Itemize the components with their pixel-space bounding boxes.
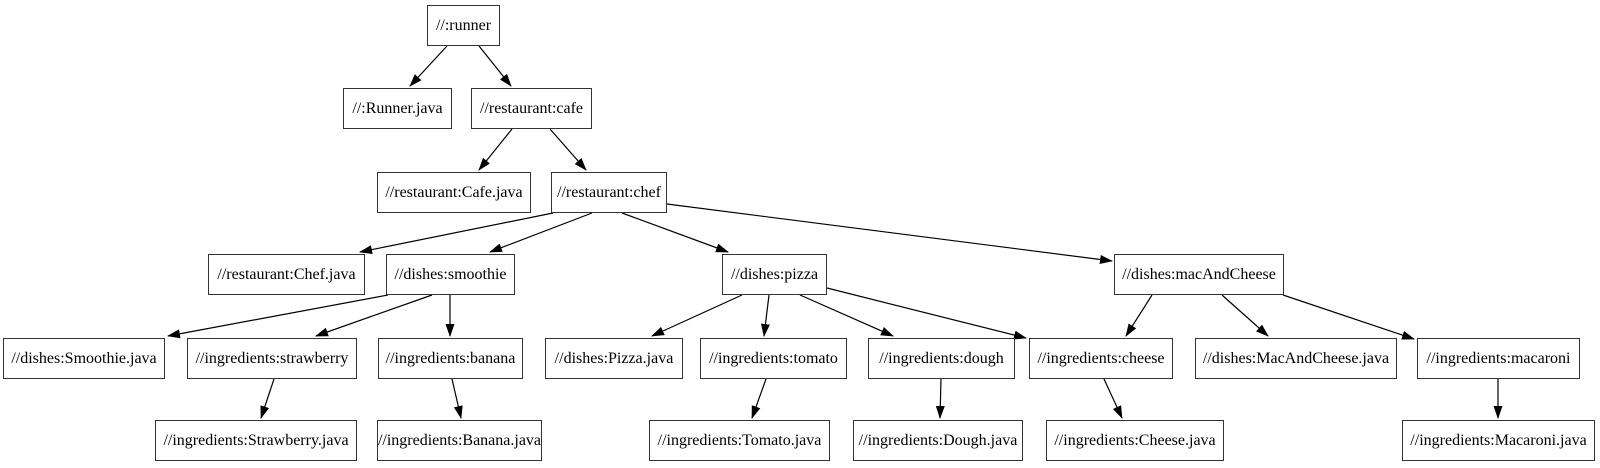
edge-pizza-to-pizza-java: [651, 294, 743, 337]
edge-cheese-to-cheese-java: [1103, 378, 1123, 419]
edge-chef-to-chef-java: [359, 212, 554, 255]
edge-macandcheese-to-cheese: [1125, 294, 1153, 337]
node-tomato: //ingredients:tomato: [700, 338, 847, 379]
node-smoothie-java: //dishes:Smoothie.java: [3, 338, 165, 379]
node-cheese: //ingredients:cheese: [1029, 338, 1173, 379]
node-cheese-java: //ingredients:Cheese.java: [1046, 420, 1224, 461]
edge-pizza-to-tomato: [760, 294, 770, 337]
edge-tomato-to-tomato-java: [751, 378, 767, 419]
edge-dough-to-dough-java: [935, 378, 945, 419]
edge-banana-to-banana-java: [451, 378, 463, 419]
node-smoothie: //dishes:smoothie: [386, 254, 515, 295]
edge-macandcheese-to-macaroni: [1282, 294, 1415, 340]
node-banana: //ingredients:banana: [378, 338, 523, 379]
edge-chef-to-smoothie: [489, 212, 593, 253]
node-macaroni: //ingredients:macaroni: [1417, 338, 1580, 379]
node-strawberry: //ingredients:strawberry: [187, 338, 357, 379]
node-strawberry-java: //ingredients:Strawberry.java: [155, 420, 357, 461]
edge-cafe-to-chef: [549, 128, 587, 171]
node-dough: //ingredients:dough: [868, 338, 1015, 379]
edge-runner-to-runner-java: [409, 45, 448, 87]
edge-pizza-to-cheese: [826, 287, 1027, 340]
node-cafe-java: //restaurant:Cafe.java: [377, 172, 531, 213]
node-runner-java: //:Runner.java: [343, 88, 452, 129]
node-cafe: //restaurant:cafe: [471, 88, 592, 129]
node-macaroni-java: //ingredients:Macaroni.java: [1402, 420, 1595, 461]
node-macandcheese: //dishes:macAndCheese: [1114, 254, 1284, 295]
edge-chef-to-macandcheese: [666, 203, 1113, 264]
node-macandcheese-java: //dishes:MacAndCheese.java: [1195, 338, 1397, 379]
edge-cafe-to-cafe-java: [478, 128, 513, 171]
edge-strawberry-to-strawberry-java: [260, 378, 275, 419]
node-pizza: //dishes:pizza: [722, 254, 827, 295]
edge-runner-to-cafe: [478, 45, 512, 87]
node-runner: //:runner: [427, 5, 500, 46]
edge-smoothie-to-strawberry: [315, 294, 433, 337]
node-pizza-java: //dishes:Pizza.java: [545, 338, 683, 379]
node-tomato-java: //ingredients:Tomato.java: [649, 420, 830, 461]
node-chef: //restaurant:chef: [551, 172, 667, 213]
edge-macandcheese-to-macandcheese-java: [1221, 294, 1269, 337]
edge-pizza-to-dough: [799, 294, 894, 337]
node-banana-java: //ingredients:Banana.java: [377, 420, 542, 461]
node-dough-java: //ingredients:Dough.java: [853, 420, 1023, 461]
node-chef-java: //restaurant:Chef.java: [208, 254, 365, 295]
edge-smoothie-to-smoothie-java: [167, 294, 389, 339]
edge-chef-to-pizza: [621, 212, 729, 253]
